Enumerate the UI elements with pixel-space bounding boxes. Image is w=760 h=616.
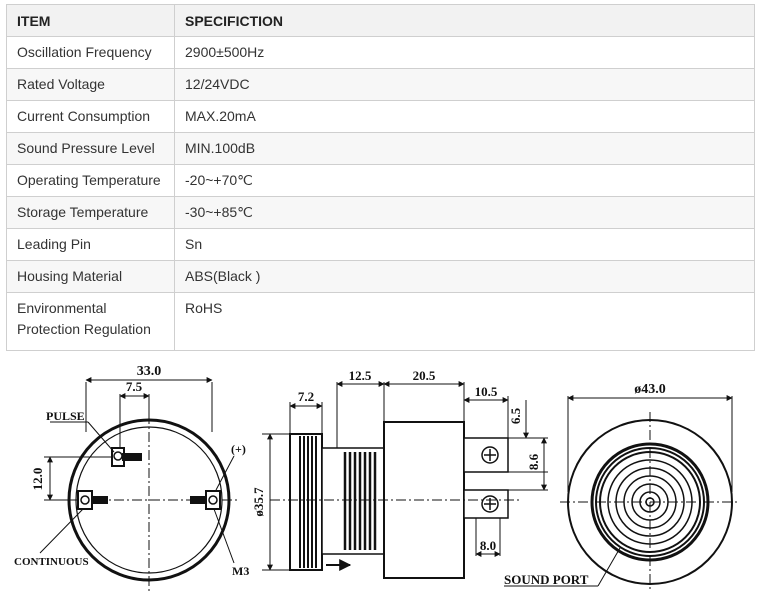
back-view: ø43.0 SOUND PORT <box>504 382 740 592</box>
dim-terminal-gap: 8.6 <box>526 453 541 470</box>
continuous-pin <box>77 490 108 510</box>
row-value: -30~+85℃ <box>174 196 755 229</box>
label-thread: M3 <box>232 564 249 578</box>
row-item: Current Consumption <box>6 100 175 133</box>
table-row: Oscillation Frequency 2900±500Hz <box>6 36 755 69</box>
label-positive: (+) <box>231 442 246 456</box>
dim-pin-length: 8.0 <box>480 538 496 553</box>
table-row: Current Consumption MAX.20mA <box>6 100 755 133</box>
table-row: Sound Pressure Level MIN.100dB <box>6 132 755 165</box>
terminal-bottom <box>463 489 509 519</box>
dim-thread-length: 12.5 <box>349 368 372 383</box>
row-value: RoHS <box>174 292 755 351</box>
row-item: Housing Material <box>6 260 175 293</box>
dim-body-length: 20.5 <box>413 368 436 383</box>
knurl-texture <box>299 436 317 568</box>
table-row: Storage Temperature -30~+85℃ <box>6 196 755 229</box>
header-item: ITEM <box>6 4 175 37</box>
pulse-pin <box>111 447 142 467</box>
dim-cap: 7.2 <box>298 389 314 404</box>
dim-terminal-length: 10.5 <box>475 384 498 399</box>
terminal-top <box>463 437 509 473</box>
header-spec: SPECIFICTION <box>174 4 755 37</box>
row-value: 2900±500Hz <box>174 36 755 69</box>
row-item: Rated Voltage <box>6 68 175 101</box>
dim-back-diameter: ø43.0 <box>634 382 666 397</box>
dim-height: 12.0 <box>30 468 45 491</box>
label-pulse: PULSE <box>46 409 85 423</box>
row-item: Environmental Protection Regulation <box>6 292 175 351</box>
dim-side-diameter: ø35.7 <box>251 487 266 517</box>
thread-texture <box>343 452 377 550</box>
row-item: Storage Temperature <box>6 196 175 229</box>
row-value: -20~+70℃ <box>174 164 755 197</box>
row-value: Sn <box>174 228 755 261</box>
table-row: Operating Temperature -20~+70℃ <box>6 164 755 197</box>
table-row: Rated Voltage 12/24VDC <box>6 68 755 101</box>
label-sound-port: SOUND PORT <box>504 572 589 587</box>
table-row: Leading Pin Sn <box>6 228 755 261</box>
row-item: Oscillation Frequency <box>6 36 175 69</box>
technical-drawing: 33.0 7.5 12.0 PULSE (+) CONTINUOUS M3 <box>14 364 740 592</box>
positive-pin <box>190 490 221 510</box>
table-row: Environmental Protection Regulation RoHS <box>6 292 755 351</box>
spec-table: ITEM SPECIFICTION Oscillation Frequency … <box>6 4 755 351</box>
dim-terminal-height: 6.5 <box>508 407 523 424</box>
row-value: ABS(Black ) <box>174 260 755 293</box>
row-value: MIN.100dB <box>174 132 755 165</box>
row-item: Leading Pin <box>6 228 175 261</box>
front-view: 33.0 7.5 12.0 PULSE (+) CONTINUOUS M3 <box>14 364 249 592</box>
row-value: MAX.20mA <box>174 100 755 133</box>
dim-width: 33.0 <box>137 364 162 379</box>
table-header-row: ITEM SPECIFICTION <box>6 4 755 37</box>
row-value: 12/24VDC <box>174 68 755 101</box>
label-continuous: CONTINUOUS <box>14 556 89 568</box>
dim-pitch: 7.5 <box>126 379 143 394</box>
side-view: 12.5 20.5 7.2 10.5 6.5 8.6 8.0 ø35.7 <box>251 368 548 579</box>
row-item: Operating Temperature <box>6 164 175 197</box>
row-item: Sound Pressure Level <box>6 132 175 165</box>
table-row: Housing Material ABS(Black ) <box>6 260 755 293</box>
